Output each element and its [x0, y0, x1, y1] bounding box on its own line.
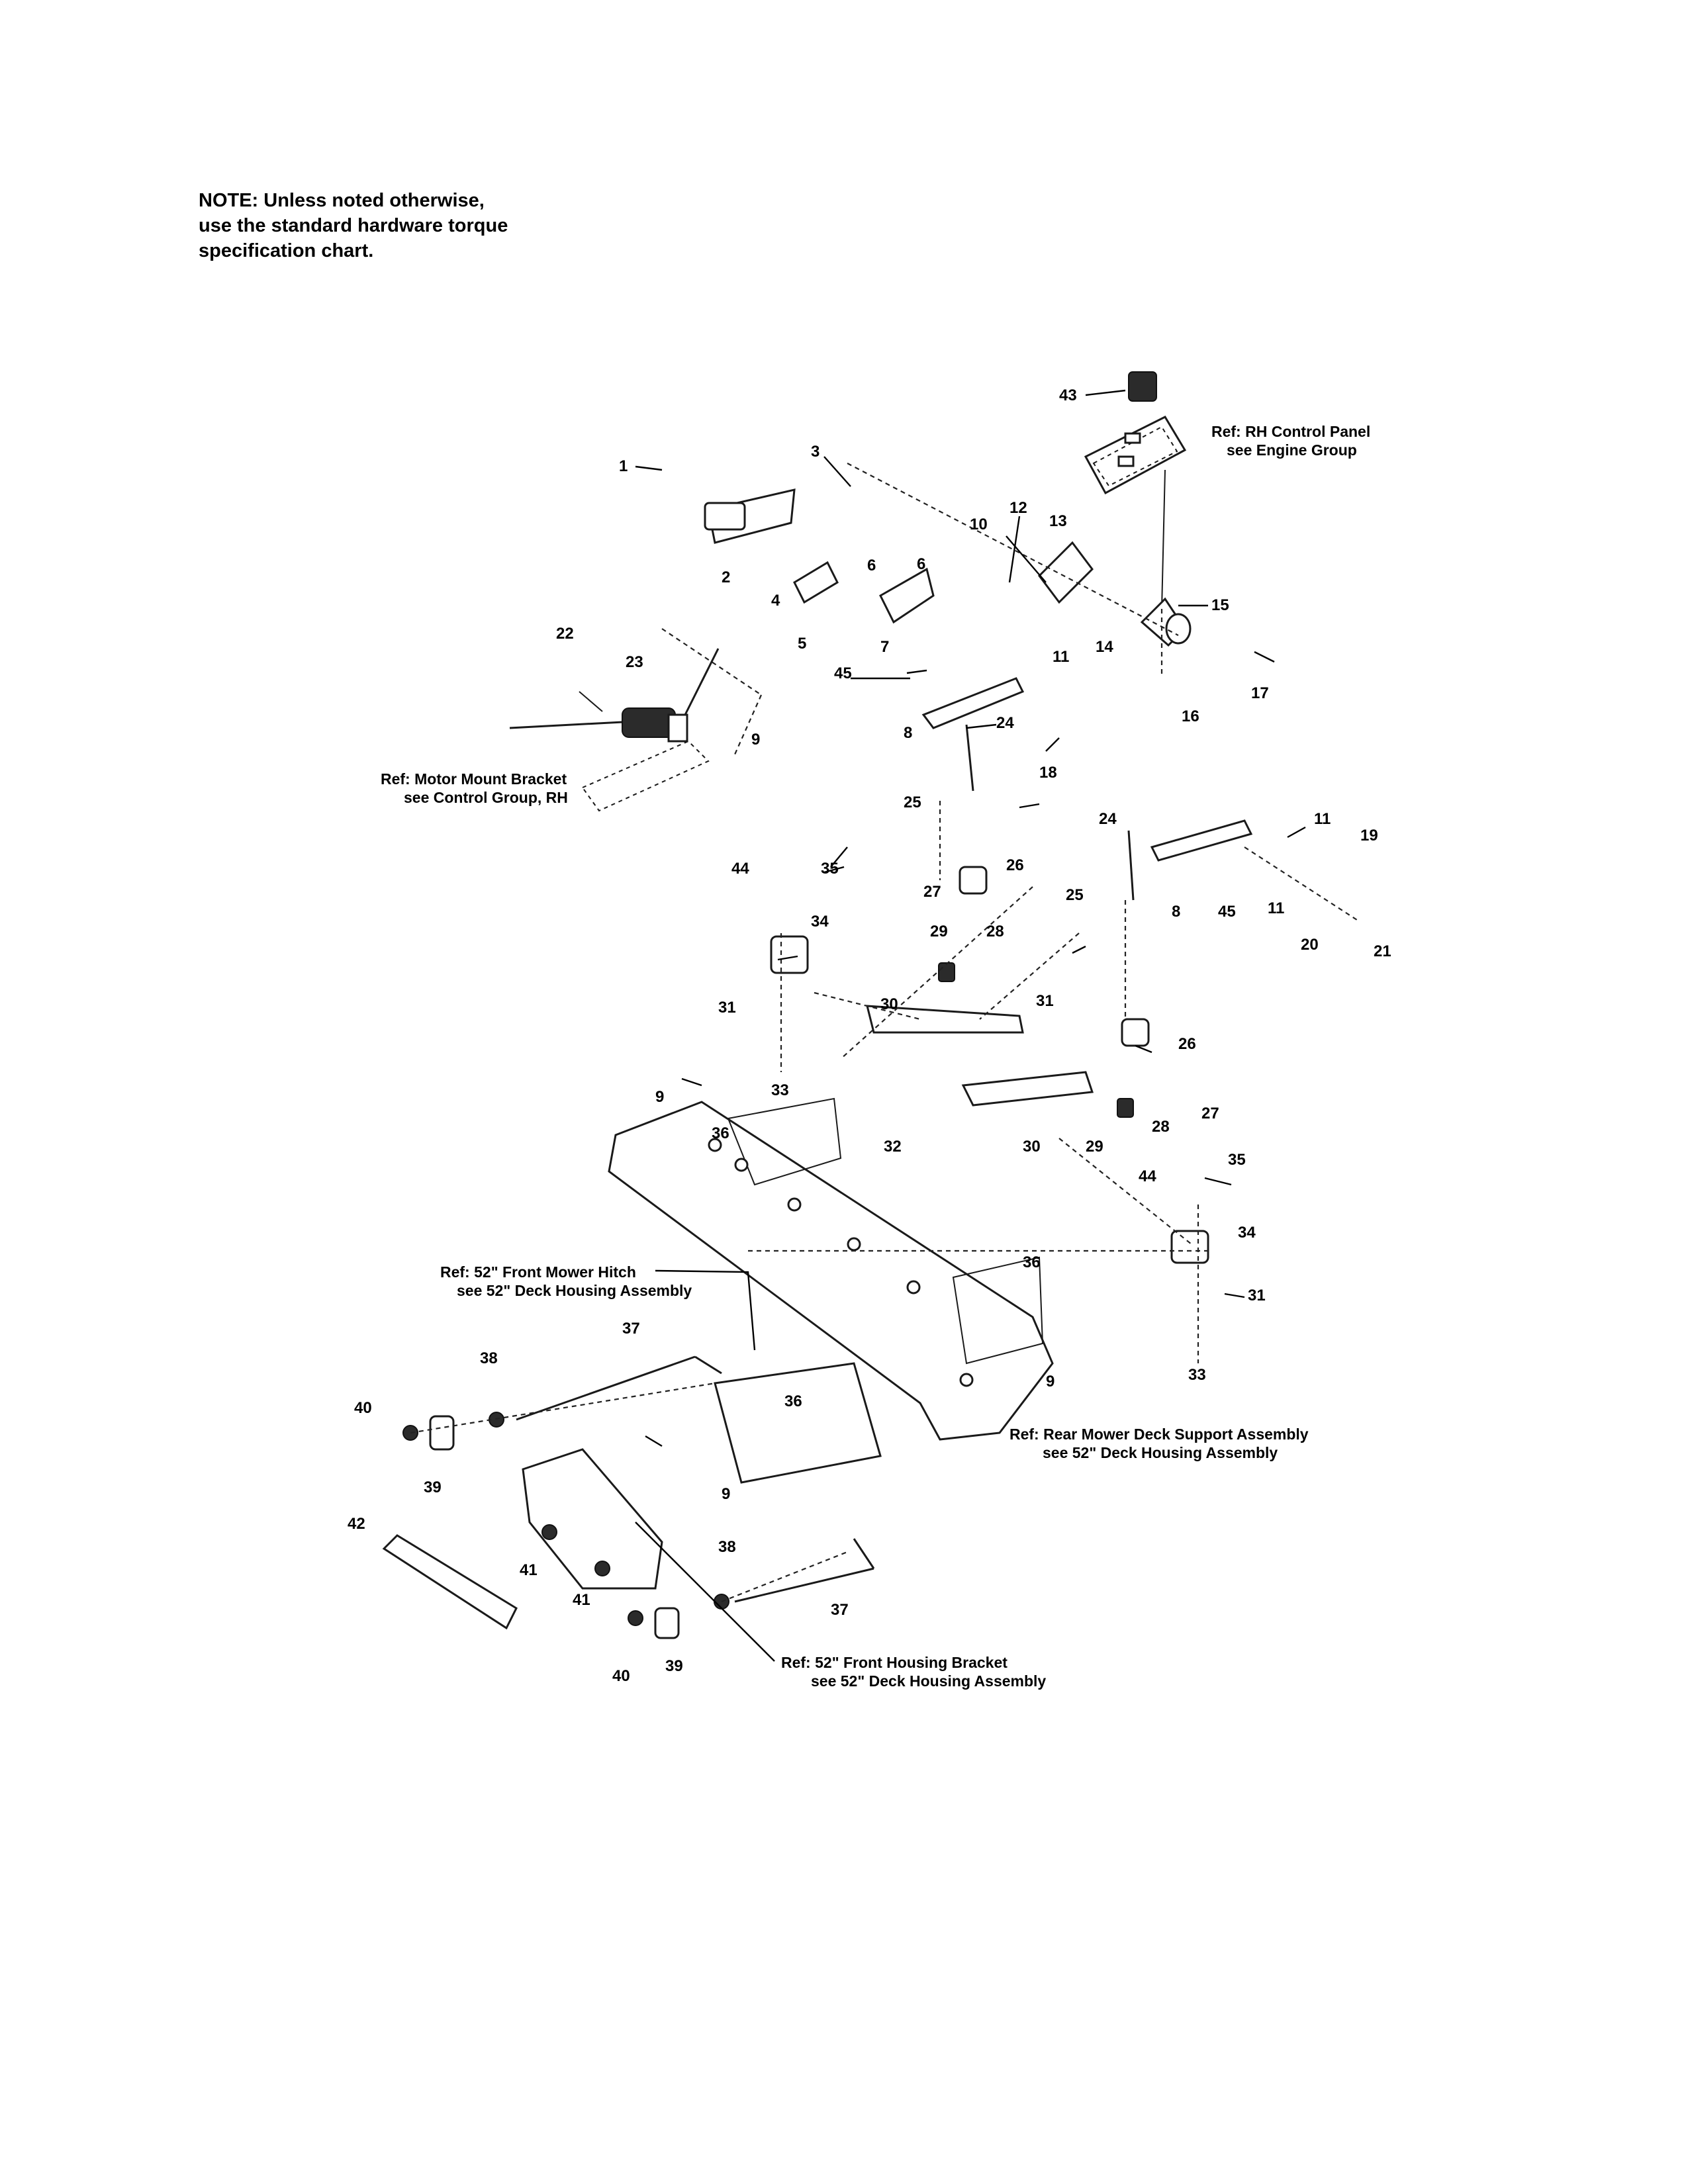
assembly-lines — [410, 463, 1358, 1603]
callout-37: 37 — [622, 1320, 640, 1338]
callout-29: 29 — [1086, 1138, 1103, 1156]
callout-19: 19 — [1360, 827, 1378, 844]
callout-45: 45 — [834, 664, 852, 682]
callout-32: 32 — [884, 1138, 902, 1156]
ref-front-housing-bracket: Ref: 52" Front Housing Bracket see 52" D… — [781, 1654, 1046, 1690]
callout-35: 35 — [821, 860, 839, 878]
ref-front-mower-hitch: Ref: 52" Front Mower Hitch see 52" Deck … — [440, 1263, 692, 1299]
callout-10: 10 — [970, 516, 988, 533]
callout-30: 30 — [1023, 1138, 1041, 1156]
torque-note: NOTE: Unless noted otherwise, use the st… — [199, 188, 508, 263]
callout-numbers: 1 2 3 4 5 6 6 7 8 8 9 9 9 9 10 11 11 11 … — [348, 387, 1391, 1685]
ref-rh-control-panel: Ref: RH Control Panel see Engine Group — [1211, 423, 1375, 459]
callout-9: 9 — [655, 1088, 664, 1106]
lift-shaft-drawing — [803, 512, 1289, 901]
leader-lines — [635, 389, 1306, 1662]
ref-motor-mount-bracket: Ref: Motor Mount Bracket see Control Gro… — [381, 770, 571, 806]
callout-31: 31 — [1036, 992, 1054, 1010]
callout-6: 6 — [867, 557, 876, 574]
callout-29: 29 — [930, 923, 948, 940]
callout-40: 40 — [612, 1667, 630, 1685]
callout-3: 3 — [811, 443, 820, 461]
callout-35: 35 — [1228, 1151, 1246, 1169]
callout-37: 37 — [831, 1601, 849, 1619]
callout-8: 8 — [904, 724, 912, 742]
callout-28: 28 — [1152, 1118, 1170, 1136]
reference-labels: Ref: RH Control Panel see Engine Group R… — [381, 423, 1375, 1690]
callout-28: 28 — [986, 923, 1004, 940]
callout-30: 30 — [880, 995, 898, 1013]
callout-1: 1 — [619, 457, 628, 475]
callout-33: 33 — [1188, 1366, 1206, 1384]
callout-24: 24 — [1099, 810, 1117, 828]
front-hitch-drawing — [382, 1355, 882, 1639]
callout-36: 36 — [784, 1392, 802, 1410]
motor-assembly-drawing — [509, 488, 839, 812]
callout-9: 9 — [1046, 1373, 1055, 1390]
callout-34: 34 — [1238, 1224, 1256, 1242]
callout-25: 25 — [904, 794, 921, 811]
callout-42: 42 — [348, 1515, 365, 1533]
callout-11: 11 — [1053, 648, 1069, 666]
callout-23: 23 — [626, 653, 643, 671]
part-drawings — [382, 371, 1358, 1639]
callout-17: 17 — [1251, 684, 1269, 702]
note-line: NOTE: Unless noted otherwise, — [199, 190, 485, 211]
callout-43: 43 — [1059, 387, 1077, 404]
callout-24: 24 — [996, 714, 1014, 732]
callout-22: 22 — [556, 625, 574, 643]
callout-41: 41 — [520, 1561, 538, 1579]
callout-33: 33 — [771, 1081, 789, 1099]
callout-39: 39 — [665, 1657, 683, 1675]
callout-34: 34 — [811, 913, 829, 931]
callout-45: 45 — [1218, 903, 1236, 921]
callout-4: 4 — [771, 592, 780, 610]
linkage-drawing — [770, 866, 1209, 1264]
note-line: specification chart. — [199, 240, 374, 261]
callout-38: 38 — [718, 1538, 736, 1556]
callout-27: 27 — [923, 883, 941, 901]
callout-26: 26 — [1006, 856, 1024, 874]
callout-12: 12 — [1009, 499, 1027, 517]
note-line: use the standard hardware torque — [199, 215, 508, 236]
callout-13: 13 — [1049, 512, 1067, 530]
callout-27: 27 — [1201, 1105, 1219, 1122]
callout-21: 21 — [1374, 942, 1391, 960]
callout-2: 2 — [722, 569, 730, 586]
callout-6: 6 — [917, 555, 925, 573]
callout-15: 15 — [1211, 596, 1229, 614]
callout-5: 5 — [798, 635, 806, 653]
callout-9: 9 — [722, 1485, 730, 1503]
ref-rear-mower-deck-support: Ref: Rear Mower Deck Support Assembly se… — [1009, 1426, 1313, 1461]
callout-39: 39 — [424, 1479, 442, 1496]
callout-16: 16 — [1182, 707, 1199, 725]
callout-20: 20 — [1301, 936, 1319, 954]
callout-31: 31 — [718, 999, 736, 1017]
callout-31: 31 — [1248, 1287, 1266, 1304]
callout-8: 8 — [1172, 903, 1180, 921]
callout-18: 18 — [1039, 764, 1057, 782]
callout-40: 40 — [354, 1399, 372, 1417]
callout-38: 38 — [480, 1349, 498, 1367]
callout-11: 11 — [1314, 810, 1331, 828]
callout-14: 14 — [1096, 638, 1113, 656]
callout-36: 36 — [712, 1124, 729, 1142]
callout-41: 41 — [573, 1591, 590, 1609]
callout-36: 36 — [1023, 1253, 1041, 1271]
callout-26: 26 — [1178, 1035, 1196, 1053]
callout-25: 25 — [1066, 886, 1084, 904]
callout-9: 9 — [751, 731, 760, 749]
callout-11: 11 — [1268, 899, 1284, 917]
callout-44: 44 — [1139, 1167, 1156, 1185]
rh-control-panel-drawing — [1084, 371, 1187, 610]
callout-7: 7 — [880, 638, 889, 656]
callout-44: 44 — [731, 860, 749, 878]
